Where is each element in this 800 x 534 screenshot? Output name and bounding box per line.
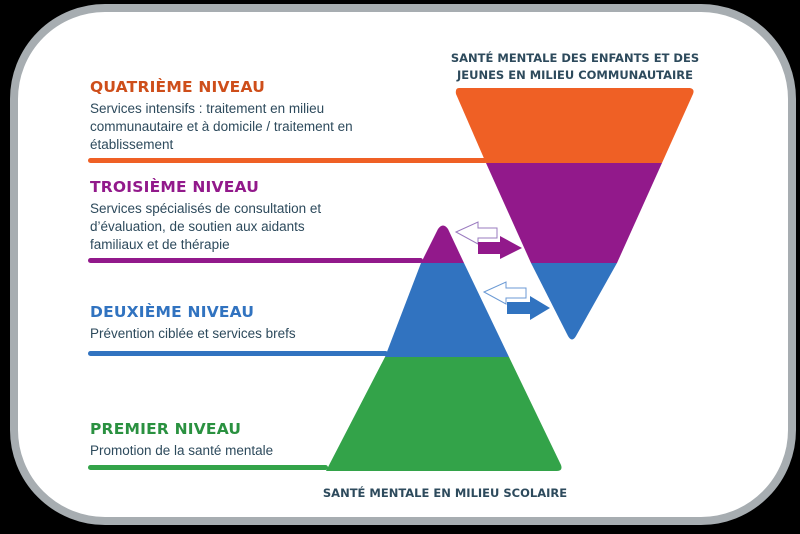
inverted-segment-level2 (531, 263, 617, 340)
inverted-triangle (455, 88, 694, 340)
arrow-left-outline-icon (482, 281, 527, 305)
level-2-title: DEUXIÈME NIVEAU (90, 303, 255, 321)
pyramid (326, 225, 562, 471)
desc-line: communautaire et à domicile / traitement… (90, 119, 353, 134)
level2-bar (88, 351, 388, 356)
level-1: PREMIER NIVEAU Promotion de la santé men… (90, 420, 273, 460)
level1-bar (88, 465, 328, 470)
level-4-title: QUATRIÈME NIVEAU (90, 78, 265, 96)
level-4: QUATRIÈME NIVEAU Services intensifs : tr… (90, 78, 353, 154)
exchange-arrows-level3 (454, 221, 522, 259)
level-1-description: Promotion de la santé mentale (90, 442, 273, 460)
pyramid-segment-level1 (326, 357, 562, 471)
school-caption-text: SANTÉ MENTALE EN MILIEU SCOLAIRE (322, 486, 568, 500)
desc-line: Promotion de la santé mentale (90, 443, 274, 458)
desc-line: établissement (90, 137, 174, 152)
level3-bar (88, 258, 423, 263)
level-1-title: PREMIER NIVEAU (90, 420, 242, 438)
pyramid-segment-level2 (385, 263, 509, 357)
level-4-description: Services intensifs : traitement en milie… (90, 100, 353, 154)
community-caption: SANTÉ MENTALE DES ENFANTS ET DES JEUNES … (440, 50, 710, 84)
desc-line: familiaux et de thérapie (90, 237, 230, 252)
desc-line: Prévention ciblée et services brefs (90, 326, 296, 341)
level-3-title: TROISIÈME NIVEAU (90, 178, 260, 196)
desc-line: d’évaluation, de soutien aux aidants (90, 219, 305, 234)
desc-line: Services spécialisés de consultation et (90, 201, 322, 216)
pyramid-segment-level3 (421, 225, 464, 263)
level-3: TROISIÈME NIVEAU Services spécialisés de… (90, 178, 321, 254)
desc-line: Services intensifs : traitement en milie… (90, 101, 325, 116)
inverted-segment-level4 (455, 88, 694, 163)
arrow-left-outline-icon (454, 221, 498, 245)
arrow-right-filled-icon (478, 236, 522, 259)
arrow-right-filled-icon (507, 296, 550, 320)
community-caption-line1: SANTÉ MENTALE DES ENFANTS ET DES (450, 51, 700, 65)
level-3-description: Services spécialisés de consultation et … (90, 200, 321, 254)
level4-bar (88, 158, 488, 163)
inverted-segment-level3 (486, 163, 662, 263)
community-caption-line2: JEUNES EN MILIEU COMMUNAUTAIRE (456, 68, 694, 82)
level-2-description: Prévention ciblée et services brefs (90, 325, 296, 343)
level-2: DEUXIÈME NIVEAU Prévention ciblée et ser… (90, 303, 296, 343)
school-caption: SANTÉ MENTALE EN MILIEU SCOLAIRE (300, 485, 590, 502)
exchange-arrows-level2 (482, 281, 550, 320)
